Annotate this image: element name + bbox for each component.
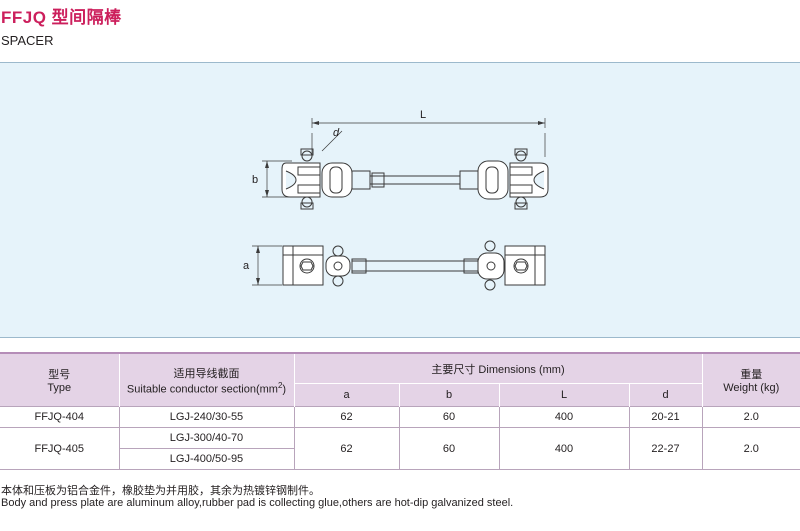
- table-row: LGJ-400/50-95: [0, 448, 800, 470]
- header-weight-en: Weight (kg): [723, 382, 780, 394]
- header-dimensions: 主要尺寸 Dimensions (mm): [293, 352, 702, 384]
- spacer-drawing-svg: L d b a: [243, 109, 549, 291]
- cell-b: 60: [398, 406, 499, 428]
- cell-type: FFJQ-405: [0, 427, 119, 470]
- dim-label-L: L: [420, 109, 426, 121]
- cell-conductor: LGJ-240/30-55: [118, 406, 294, 428]
- cell-conductor: LGJ-400/50-95: [118, 448, 294, 470]
- spacer-top-view: [262, 118, 549, 210]
- cell-b: 60: [398, 427, 499, 470]
- subheader-b: b: [398, 383, 499, 407]
- dim-label-a: a: [243, 260, 250, 272]
- cell-d: 22-27: [628, 427, 702, 470]
- page-title: FFJQ 型间隔棒: [1, 8, 122, 27]
- header-type-en: Type: [47, 382, 72, 394]
- header-type: 型号 Type: [0, 352, 119, 407]
- spacer-front-view: [252, 240, 546, 291]
- header-type-cn: 型号: [48, 369, 71, 381]
- header-conductor-en: Suitable conductor section(mm2): [126, 380, 287, 396]
- cell-conductor: LGJ-300/40-70: [118, 427, 294, 449]
- table-subheader-row: a b L d: [0, 383, 800, 407]
- dim-label-d: d: [333, 127, 340, 139]
- dim-label-b: b: [252, 174, 258, 186]
- subheader-L: L: [498, 383, 629, 407]
- table-row: FFJQ-405 LGJ-300/40-70 62 60 400 22-27 2…: [0, 427, 800, 470]
- header-conductor-cn: 适用导线截面: [173, 367, 240, 380]
- cell-L: 400: [498, 406, 629, 428]
- table-row: FFJQ-404 LGJ-240/30-55 62 60 400 20-21 2…: [0, 406, 800, 428]
- cell-d: 20-21: [628, 406, 702, 428]
- cell-weight: 2.0: [701, 406, 800, 428]
- subheader-d: d: [628, 383, 702, 407]
- cell-type: FFJQ-404: [0, 406, 119, 428]
- header-weight-cn: 重量: [740, 369, 763, 381]
- table-header-row: 型号 Type 适用导线截面 Suitable conductor sectio…: [0, 352, 800, 407]
- cell-a: 62: [293, 406, 399, 428]
- note-chinese: 本体和压板为铝合金件，橡胶垫为并用胶，其余为热镀锌钢制件。: [1, 485, 320, 497]
- subheader-a: a: [293, 383, 399, 407]
- cell-L: 400: [498, 427, 629, 470]
- cell-a: 62: [293, 427, 399, 470]
- header-conductor: 适用导线截面 Suitable conductor section(mm2): [118, 352, 294, 407]
- technical-drawing: L d b a: [0, 62, 800, 338]
- header-weight: 重量 Weight (kg): [701, 352, 800, 407]
- page-subtitle: SPACER: [1, 33, 54, 48]
- note-english: Body and press plate are aluminum alloy,…: [1, 497, 514, 509]
- spec-table: 型号 Type 适用导线截面 Suitable conductor sectio…: [0, 352, 800, 470]
- cell-weight: 2.0: [701, 427, 800, 470]
